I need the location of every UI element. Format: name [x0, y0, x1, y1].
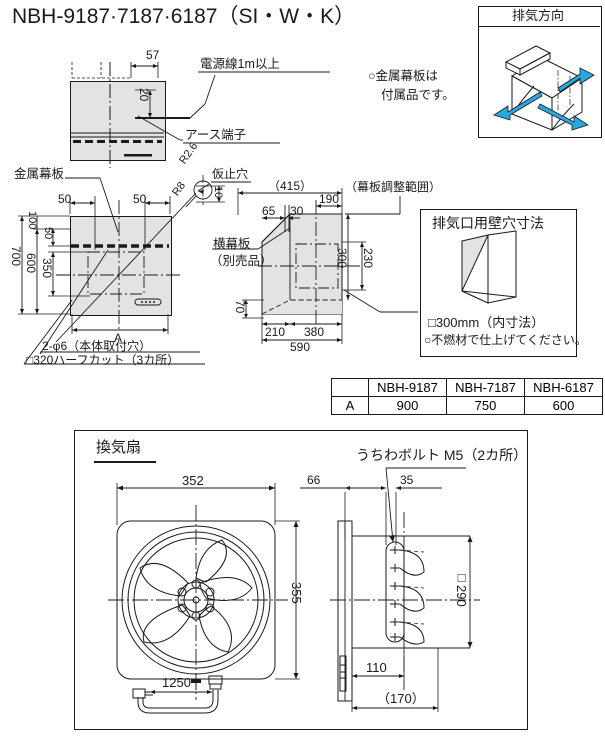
- dimension-415: （415）: [268, 179, 313, 193]
- label-panel-range: （幕板調整範囲）: [345, 180, 442, 194]
- dimension-380: 380: [304, 325, 325, 339]
- dimension-20: 20: [137, 88, 151, 102]
- dimension-A: A: [114, 331, 123, 345]
- label-bolt: うちわボルト M5（2カ所）: [356, 447, 528, 463]
- fan-title-underline: [94, 461, 156, 463]
- label-side-panel-line1: 横幕板: [213, 237, 251, 251]
- dimension-290: □290: [454, 570, 469, 607]
- accessory-note-line2: 付属品です。: [381, 88, 455, 102]
- spec-table: NBH-9187 NBH-7187 NBH-6187 A 900 750 600: [331, 378, 603, 415]
- spec-row-value-2: 600: [524, 396, 603, 415]
- dimension-57: 57: [146, 48, 160, 62]
- label-ground-terminal: アース端子: [185, 128, 247, 142]
- wall-hole-box: [420, 209, 577, 357]
- dimension-1250: 1250: [162, 675, 191, 690]
- dimension-100: 100: [26, 211, 38, 230]
- page-title: NBH-9187·7187·6187（SI・W・K）: [12, 5, 356, 28]
- dimension-600: 600: [24, 253, 38, 274]
- spec-table-col-2: NBH-6187: [524, 378, 603, 397]
- note-halfcut: □320ハーフカット（3カ所）: [26, 353, 180, 367]
- accessory-note-line1: ○金属幕板は: [368, 69, 439, 83]
- dimension-50-top-right: 50: [133, 192, 147, 206]
- exhaust-direction-box: [478, 6, 602, 138]
- exhaust-direction-illustration: [493, 45, 595, 131]
- note-mount-holes: 2-φ6（本体取付穴）: [42, 339, 152, 353]
- dimension-70: 70: [233, 300, 247, 314]
- dimension-35: 35: [400, 473, 414, 487]
- dimension-350: 350: [40, 258, 54, 279]
- wall-hole-illustration: [461, 230, 517, 304]
- fan-section-title: 換気扇: [96, 439, 142, 456]
- wall-hole-note2: ○不燃材で仕上げてください。: [424, 333, 587, 347]
- dimension-210: 210: [265, 325, 286, 339]
- table-row: A 900 750 600: [331, 396, 603, 415]
- dimension-65: 65: [262, 204, 276, 218]
- label-power-cord: 電源線1m以上: [200, 57, 280, 71]
- spec-table-header-row: NBH-9187 NBH-7187 NBH-6187: [331, 378, 603, 397]
- wall-hole-note1: □300mm（内寸法）: [428, 315, 545, 330]
- dimension-355: 355: [289, 582, 304, 604]
- dimension-230: 230: [361, 248, 375, 269]
- wall-hole-box-title: 排気口用壁穴寸法: [432, 215, 544, 231]
- dimension-50-top-left: 50: [58, 192, 72, 206]
- fan-section-frame: [74, 430, 528, 730]
- label-temp-hole: 仮止穴: [212, 167, 249, 181]
- label-metal-panel: 金属幕板: [14, 167, 65, 181]
- exhaust-box-divider: [478, 26, 600, 27]
- dimension-110: 110: [366, 660, 387, 675]
- dimension-300: 300: [335, 248, 349, 269]
- label-side-panel-line2: （別売品）: [210, 254, 273, 268]
- dimension-66: 66: [307, 473, 321, 487]
- dimension-590: 590: [290, 340, 311, 354]
- dimension-50-left-inner: 50: [42, 227, 54, 240]
- dimension-190: 190: [319, 192, 340, 206]
- spec-table-col-0: NBH-9187: [368, 378, 447, 397]
- dimension-352: 352: [182, 473, 204, 488]
- exhaust-box-title: 排気方向: [512, 8, 565, 23]
- dimension-700: 700: [9, 246, 23, 267]
- dimension-10: 10: [212, 186, 224, 199]
- dimension-170: （170）: [377, 691, 425, 706]
- spec-row-value-1: 750: [446, 396, 525, 415]
- dimension-30: 30: [290, 204, 304, 218]
